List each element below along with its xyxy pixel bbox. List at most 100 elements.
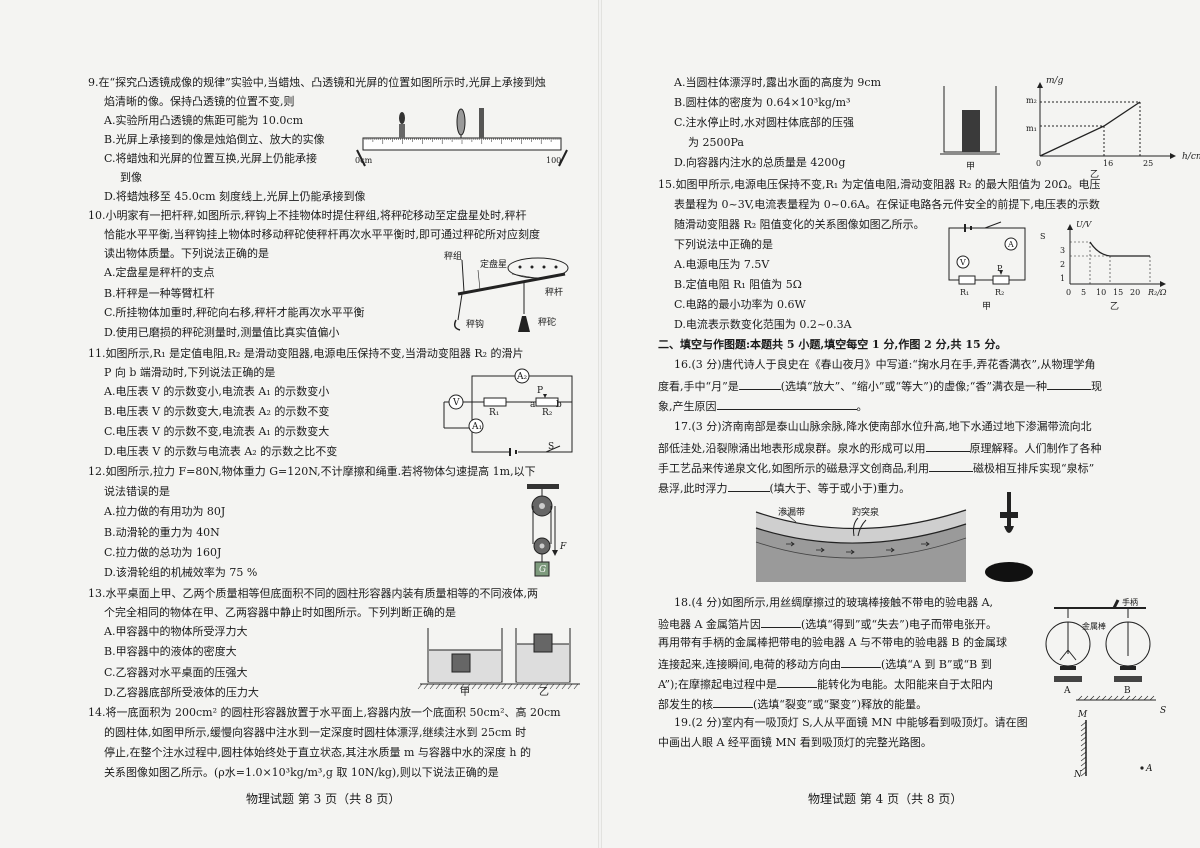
q14-mass-depth-graph bbox=[1037, 82, 1176, 159]
q15-option-c: C.电路的最小功率为 0.6W bbox=[674, 298, 806, 311]
q18-line4: 连接起来,连接瞬间,电荷的移动方向由(选填“A 到 B”或“B 到 bbox=[658, 656, 992, 672]
q18-blank-3[interactable] bbox=[776, 676, 817, 688]
q15-label-s: S bbox=[1040, 232, 1046, 241]
label-electroscope-a: A bbox=[1064, 686, 1071, 696]
q14-stem-line2: 的圆柱体,如图甲所示,缓慢向容器中注水到一定深度时圆柱体漂浮,继续注水到 25c… bbox=[104, 726, 527, 739]
q15-option-d: D.电流表示数变化范围为 0.2~0.3A bbox=[674, 318, 852, 331]
q9-option-d: D.将蜡烛移至 45.0cm 刻度线上,光屏上仍能承接到像 bbox=[104, 190, 366, 203]
q9-option-c: C.将蜡烛和光屏的位置互换,光屏上仍能承接 bbox=[104, 152, 318, 165]
label-g: G bbox=[539, 565, 547, 575]
label-rope: 秤组 bbox=[444, 252, 463, 262]
q12-option-d: D.该滑轮组的机械效率为 75 % bbox=[104, 566, 258, 579]
q14-graph-x0: 0 bbox=[1036, 159, 1042, 168]
q15-graph-y1: 1 bbox=[1060, 274, 1066, 283]
q14-option-b: B.圆柱体的密度为 0.64×10³kg/m³ bbox=[674, 96, 851, 109]
q15-graph-x15: 15 bbox=[1113, 288, 1124, 297]
q15-option-b: B.定值电阻 R₁ 阻值为 5Ω bbox=[674, 278, 802, 291]
q18-line2-b: (选填“得到”或“失去”)电子而带电张开。 bbox=[800, 618, 998, 631]
q15-graph-xlabel: R₂/Ω bbox=[1148, 288, 1167, 297]
q15-graph-x5: 5 bbox=[1081, 288, 1087, 297]
label-rod: 秤杆 bbox=[545, 288, 564, 298]
q11-stem-line1: 11.如图所示,R₁ 是定值电阻,R₂ 是滑动变阻器,电源电压保持不变,当滑动变… bbox=[88, 347, 524, 360]
label-b-end: b bbox=[556, 400, 562, 410]
q15-graph-x20: 20 bbox=[1130, 288, 1141, 297]
q17-line3-b: 磁极相互排斥实现“泉标” bbox=[973, 462, 1095, 475]
q9-option-a: A.实验所用凸透镜的焦距可能为 10.0cm bbox=[104, 114, 304, 127]
label-seep-zone: 渗漏带 bbox=[778, 508, 806, 518]
q17-blank-3[interactable] bbox=[727, 480, 770, 492]
q17-blank-2[interactable] bbox=[929, 460, 973, 472]
q16-blank-1[interactable] bbox=[738, 378, 781, 390]
light-screen-icon bbox=[479, 108, 484, 138]
q9-option-c-cont: 到像 bbox=[120, 171, 142, 184]
q14-option-c-cont: 为 2500Pa bbox=[688, 136, 744, 149]
q15-label-v: V bbox=[960, 258, 966, 267]
q10-option-a: A.定盘星是秤杆的支点 bbox=[104, 266, 215, 279]
q18-blank-4[interactable] bbox=[713, 696, 753, 708]
q15-label-p: P bbox=[997, 264, 1003, 273]
label-metal-rod: 金属棒 bbox=[1082, 622, 1106, 631]
q14-graph-m1: m₁ bbox=[1026, 124, 1037, 133]
q15-label-jia: 甲 bbox=[982, 302, 992, 312]
q18-line5: A”);在摩擦起电过程中是能转化为电能。太阳能来自于太阳内 bbox=[658, 676, 993, 692]
q15-stem-line1: 15.如图甲所示,电源电压保持不变,R₁ 为定值电阻,滑动变阻器 R₂ 的最大阻… bbox=[658, 178, 1101, 191]
q12-stem-line1: 12.如图所示,拉力 F=80N,物体重力 G=120N,不计摩擦和绳重.若将物… bbox=[88, 465, 536, 478]
q17-line2-b: 原理解释。人们制作了各种 bbox=[969, 442, 1102, 455]
q18-line6-b: (选填“裂变”或“聚变”)释放的能量。 bbox=[753, 698, 928, 711]
q16-blank-3[interactable] bbox=[716, 398, 857, 410]
q16-line3-b: 。 bbox=[856, 400, 868, 413]
q14-label-jia: 甲 bbox=[966, 162, 976, 172]
exam-page-4: A.当圆柱体漂浮时,露出水面的高度为 9cm B.圆柱体的密度为 0.64×10… bbox=[600, 0, 1200, 848]
q16-blank-2[interactable] bbox=[1047, 378, 1092, 390]
q15-graph-x0: 0 bbox=[1066, 288, 1072, 297]
candle-icon bbox=[399, 112, 405, 138]
q14-graph-x16: 16 bbox=[1103, 159, 1114, 168]
q10-option-b: B.杆秤是一种等臂杠杆 bbox=[104, 287, 215, 300]
q18-blank-1[interactable] bbox=[760, 616, 801, 628]
label-weight: 秤砣 bbox=[538, 318, 557, 328]
q13-option-d: D.乙容器底部所受液体的压力大 bbox=[104, 686, 259, 699]
page-footer-4: 物理试题 第 4 页（共 8 页） bbox=[808, 792, 963, 806]
q13-option-a: A.甲容器中的物体所受浮力大 bbox=[104, 625, 248, 638]
q11-option-a: A.电压表 V 的示数变小,电流表 A₁ 的示数变小 bbox=[104, 385, 330, 398]
q15-label-r1: R₁ bbox=[960, 288, 970, 297]
q15-stem-line4: 下列说法中正确的是 bbox=[674, 238, 773, 251]
q15-option-a: A.电源电压为 7.5V bbox=[674, 258, 770, 271]
q14-graph-x25: 25 bbox=[1143, 159, 1154, 168]
q14-option-a: A.当圆柱体漂浮时,露出水面的高度为 9cm bbox=[674, 76, 882, 89]
q16-line2-a: 度看,手中“月”是 bbox=[658, 380, 739, 393]
q17-blank-1[interactable] bbox=[925, 440, 970, 452]
q18-line5-a: A”);在摩擦起电过程中是 bbox=[658, 678, 777, 691]
q11-option-d: D.电压表 V 的示数与电流表 A₂ 的示数之比不变 bbox=[104, 445, 338, 458]
q17-line3: 手工艺品来传递泉文化,如图所示的磁悬浮文创商品,利用磁极相互排斥实现“泉标” bbox=[658, 460, 1094, 476]
q15-label-yi: 乙 bbox=[1110, 302, 1120, 312]
q14-stem-line1: 14.将一底面积为 200cm² 的圆柱形容器放置于水平面上,容器内放一个底面积… bbox=[88, 706, 561, 719]
q9-optical-bench-figure bbox=[356, 108, 568, 167]
q14-option-d: D.向容器内注水的总质量是 4200g bbox=[674, 156, 846, 169]
page-footer-3: 物理试题 第 3 页（共 8 页） bbox=[246, 792, 401, 806]
q16-line3: 象,产生原因。 bbox=[658, 398, 868, 414]
section-2-heading: 二、填空与作图题:本题共 5 小题,填空每空 1 分,作图 2 分,共 15 分… bbox=[658, 338, 1007, 351]
label-electroscope-b: B bbox=[1124, 686, 1131, 696]
q15-graph-y3: 3 bbox=[1060, 246, 1066, 255]
q12-stem-line2: 说法错误的是 bbox=[104, 485, 170, 498]
label-a1: A₁ bbox=[472, 422, 483, 432]
label-a2: A₂ bbox=[517, 372, 528, 382]
q18-line6: 部发生的核 (选填“裂变”或“聚变”)释放的能量。 bbox=[658, 696, 927, 712]
label-r2: R₂ bbox=[542, 408, 553, 418]
label-star: 定盘星 bbox=[480, 260, 508, 270]
page-gutter bbox=[598, 0, 602, 848]
q14-stem-line4: 关系图像如图乙所示。(ρ水=1.0×10³kg/m³,g 取 10N/kg),则… bbox=[104, 766, 499, 779]
label-s: S bbox=[548, 442, 555, 452]
q13-stem-line1: 13.水平桌面上甲、乙两个质量相等但底面积不同的圆柱形容器内装有质量相等的不同液… bbox=[88, 587, 538, 600]
electroscope-a bbox=[1045, 608, 1091, 682]
q18-line6-a: 部发生的核 bbox=[658, 698, 713, 711]
q16-line2-c: 现 bbox=[1091, 380, 1103, 393]
q17-line4-a: 悬浮,此时浮力 bbox=[658, 482, 728, 495]
q15-graph-x10: 10 bbox=[1096, 288, 1107, 297]
q18-blank-2[interactable] bbox=[841, 656, 881, 668]
q16-line2-b: (选填“放大”、“缩小”或“等大”)的虚像;“香”满衣是一种 bbox=[780, 380, 1048, 393]
q17-line2: 部低洼处,沿裂隙涌出地表形成泉群。泉水的形成可以用原理解释。人们制作了各种 bbox=[658, 440, 1102, 456]
q14-label-yi: 乙 bbox=[1090, 170, 1100, 180]
q9-option-b: B.光屏上承接到的像是烛焰倒立、放大的实像 bbox=[104, 133, 325, 146]
